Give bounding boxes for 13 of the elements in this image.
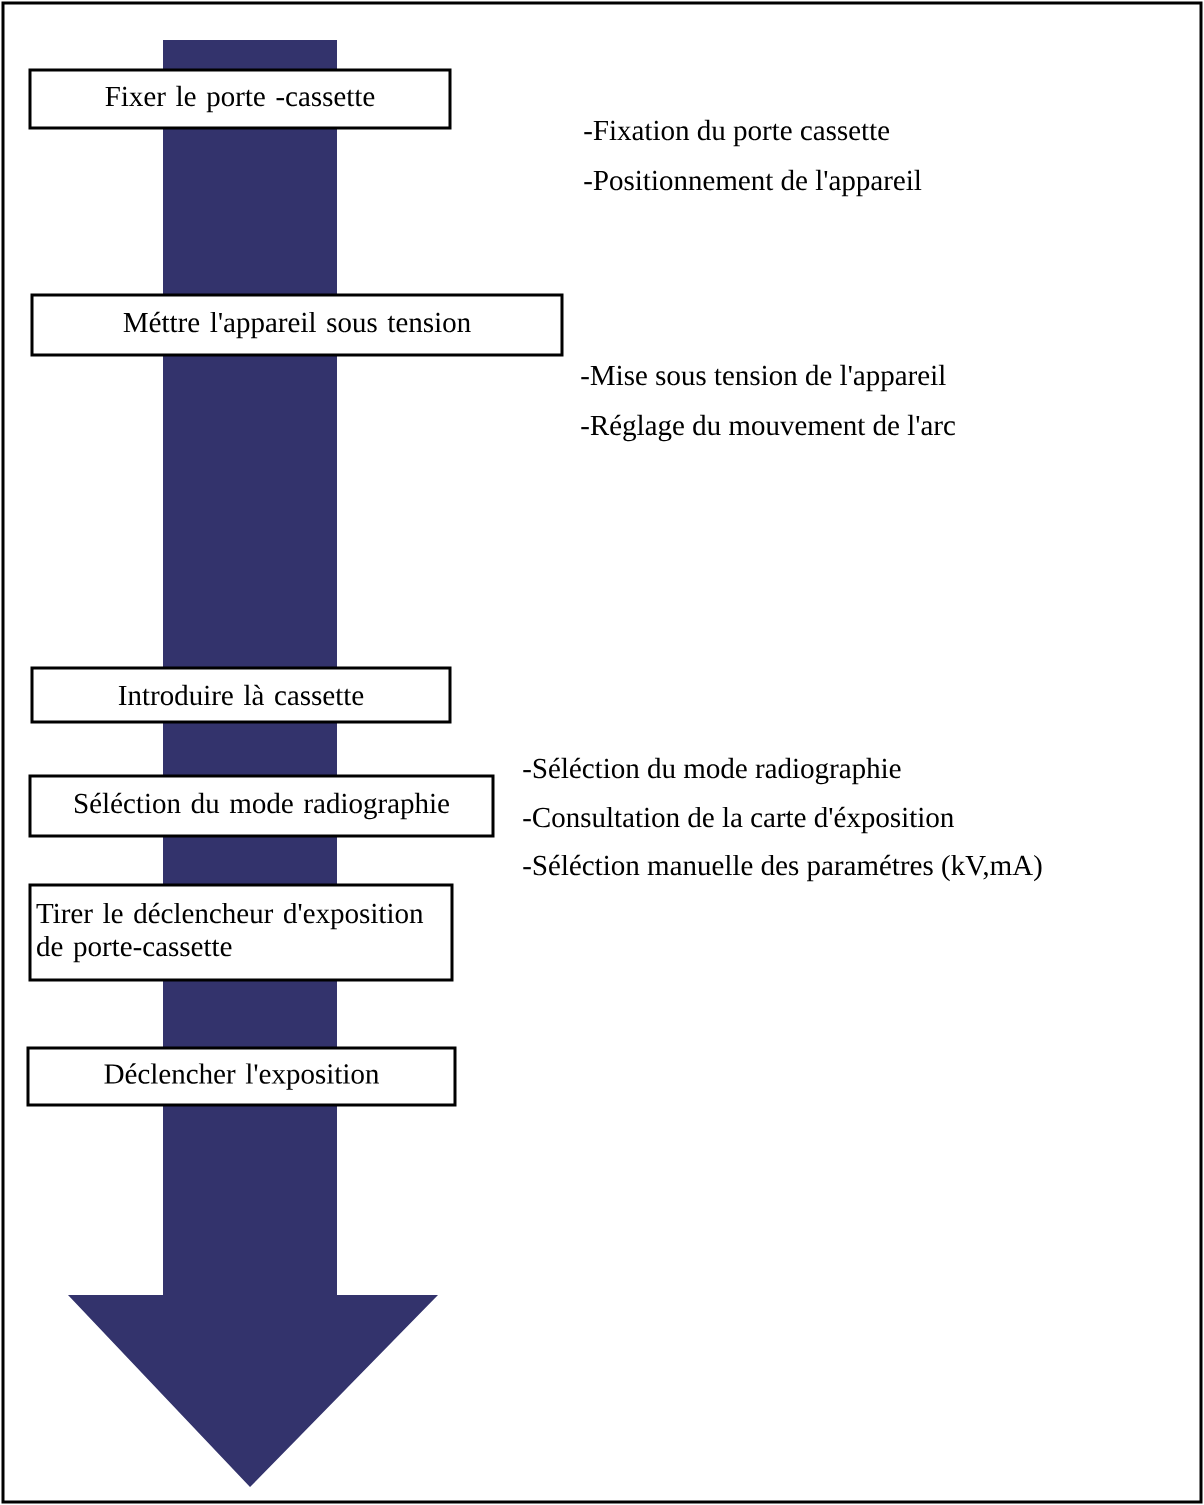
step-box: Introduire là cassette [30,666,452,724]
note-text: -Séléction manuelle des paramétres (kV,mA) [523,854,1042,882]
note-text: -Fixation du porte cassette [584,119,890,147]
note-text: -Réglage du mouvement de l'arc [581,414,955,442]
note-text: -Consultation de la carte d'éxposition [523,806,954,834]
step-box: Tirer le déclencheur d'exposition de porte-cassette [28,883,454,982]
note-text: -Positionnement de l'appareil [584,169,922,197]
step-box: Déclencher l'exposition [26,1046,457,1107]
step-box: Méttre l'appareil sous tension [30,293,564,357]
note-text: -Séléction du mode radiographie [523,757,901,785]
step-box: Séléction du mode radiographie [28,774,495,838]
note-text: -Mise sous tension de l'appareil [581,364,946,392]
step-box: Fixer le porte -cassette [28,68,452,130]
